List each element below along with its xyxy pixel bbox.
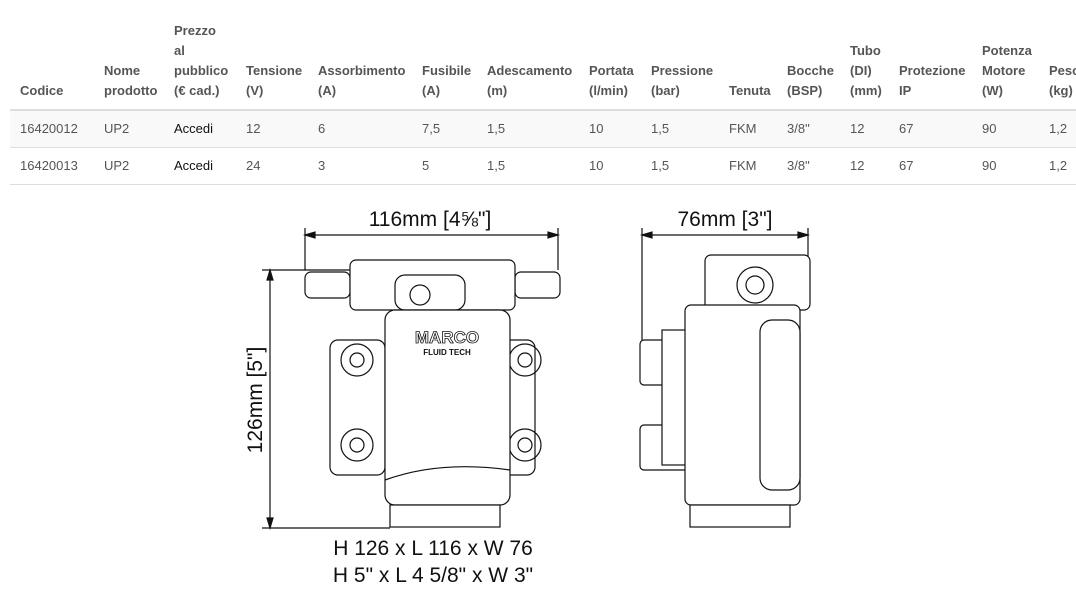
product-spec-table: Codice Nome prodotto Prezzo al pubblico (€ cad… (10, 21, 1076, 185)
table-cell: 5 (412, 147, 477, 185)
table-cell: 1,2 (1039, 147, 1076, 185)
column-header-line: Bocche (787, 63, 834, 78)
column-header: Nome prodotto (94, 21, 164, 111)
table-cell: 67 (889, 147, 972, 185)
column-header-line: Tenuta (729, 83, 771, 98)
column-header-line: prodotto (104, 83, 158, 98)
table-cell: 1,5 (641, 147, 719, 185)
column-header-line: al (174, 43, 185, 58)
column-header-line: Protezione (899, 63, 966, 78)
column-header-line: (bar) (651, 83, 680, 98)
table-cell: 90 (972, 110, 1039, 148)
brand-logo: MARCO (415, 328, 479, 347)
column-header-line: (€ cad.) (174, 83, 220, 98)
column-header-line: (m) (487, 83, 508, 98)
table-cell: FKM (719, 147, 777, 185)
column-header-line: Portata (589, 63, 634, 78)
table-cell: 16420012 (10, 110, 94, 148)
column-header-line: (A) (318, 83, 337, 98)
column-header-line: Motore (982, 63, 1026, 78)
pump-side-view (639, 254, 811, 528)
column-header-line: (W) (982, 83, 1003, 98)
column-header: Tenuta (719, 21, 777, 111)
table-cell: 67 (889, 110, 972, 148)
column-header: Pressione (bar) (641, 21, 719, 111)
table-cell: 16420013 (10, 147, 94, 185)
table-cell: 7,5 (412, 110, 477, 148)
column-header-line: (mm) (850, 83, 882, 98)
column-header-line: (BSP) (787, 83, 823, 98)
column-header: Assorbimento (A) (308, 21, 412, 111)
table-cell: FKM (719, 110, 777, 148)
table-cell: 12 (840, 147, 889, 185)
table-cell: 24 (236, 147, 308, 185)
column-header: Fusibile (A) (412, 21, 477, 111)
column-header-line: (A) (422, 83, 441, 98)
column-header-line: (l/min) (589, 83, 628, 98)
column-header-line: Potenza (982, 43, 1032, 58)
table-cell: 1,5 (477, 110, 579, 148)
table-cell: 1,5 (641, 110, 719, 148)
column-header-line: Adescamento (487, 63, 573, 78)
login-price-link[interactable]: Accedi (164, 110, 236, 148)
column-header-line: Tubo (850, 43, 881, 58)
column-header-line: Peso (1049, 63, 1076, 78)
column-header-line: Fusibile (422, 63, 472, 78)
table-cell: 90 (972, 147, 1039, 185)
height-label: 126mm [5"] (244, 347, 267, 454)
table-cell: 3/8" (777, 147, 840, 185)
dimension-summary-imperial: H 5" x L 4 5/8" x W 3" (333, 564, 533, 587)
table-cell: 1,5 (477, 147, 579, 185)
side-width-label: 76mm [3"] (678, 208, 773, 231)
table-cell: UP2 (94, 110, 164, 148)
table-cell: 10 (579, 110, 641, 148)
pump-front-view (304, 259, 561, 528)
table-cell: 12 (840, 110, 889, 148)
pump-dimension-drawing: 116mm [4⅝"] 76mm [3"] 126mm [5"] MARCO F… (244, 208, 811, 587)
column-header-line: (DI) (850, 63, 872, 78)
column-header-line: Codice (20, 83, 64, 98)
dimension-summary-metric: H 126 x L 116 x W 76 (333, 537, 533, 560)
column-header: Prezzo al pubblico (€ cad.) (164, 21, 236, 111)
table-cell: 1,2 (1039, 110, 1076, 148)
brand-subtitle: FLUID TECH (423, 348, 471, 357)
column-header: Portata (l/min) (579, 21, 641, 111)
column-header-line: (kg) (1049, 83, 1073, 98)
table-cell: UP2 (94, 147, 164, 185)
login-price-link[interactable]: Accedi (164, 147, 236, 185)
table-cell: 3 (308, 147, 412, 185)
column-header: Bocche (BSP) (777, 21, 840, 111)
column-header: Tensione (V) (236, 21, 308, 111)
column-header: Codice (10, 21, 94, 111)
column-header: Peso (kg) (1039, 21, 1076, 111)
front-width-label: 116mm [4⅝"] (369, 208, 492, 231)
column-header-line: Assorbimento (318, 63, 406, 78)
table-cell: 12 (236, 110, 308, 148)
column-header-line: (V) (246, 83, 264, 98)
column-header-line: IP (899, 83, 912, 98)
table-cell: 10 (579, 147, 641, 185)
column-header-line: Nome (104, 63, 141, 78)
column-header: Adescamento (m) (477, 21, 579, 111)
column-header-line: Tensione (246, 63, 303, 78)
column-header: Tubo (DI) (mm) (840, 21, 889, 111)
column-header-line: Pressione (651, 63, 714, 78)
table-cell: 6 (308, 110, 412, 148)
column-header-line: pubblico (174, 63, 229, 78)
table-header-row: Codice Nome prodotto Prezzo al pubblico (€ cad… (10, 21, 1076, 111)
column-header-line: Prezzo (174, 23, 216, 38)
table-cell: 3/8" (777, 110, 840, 148)
